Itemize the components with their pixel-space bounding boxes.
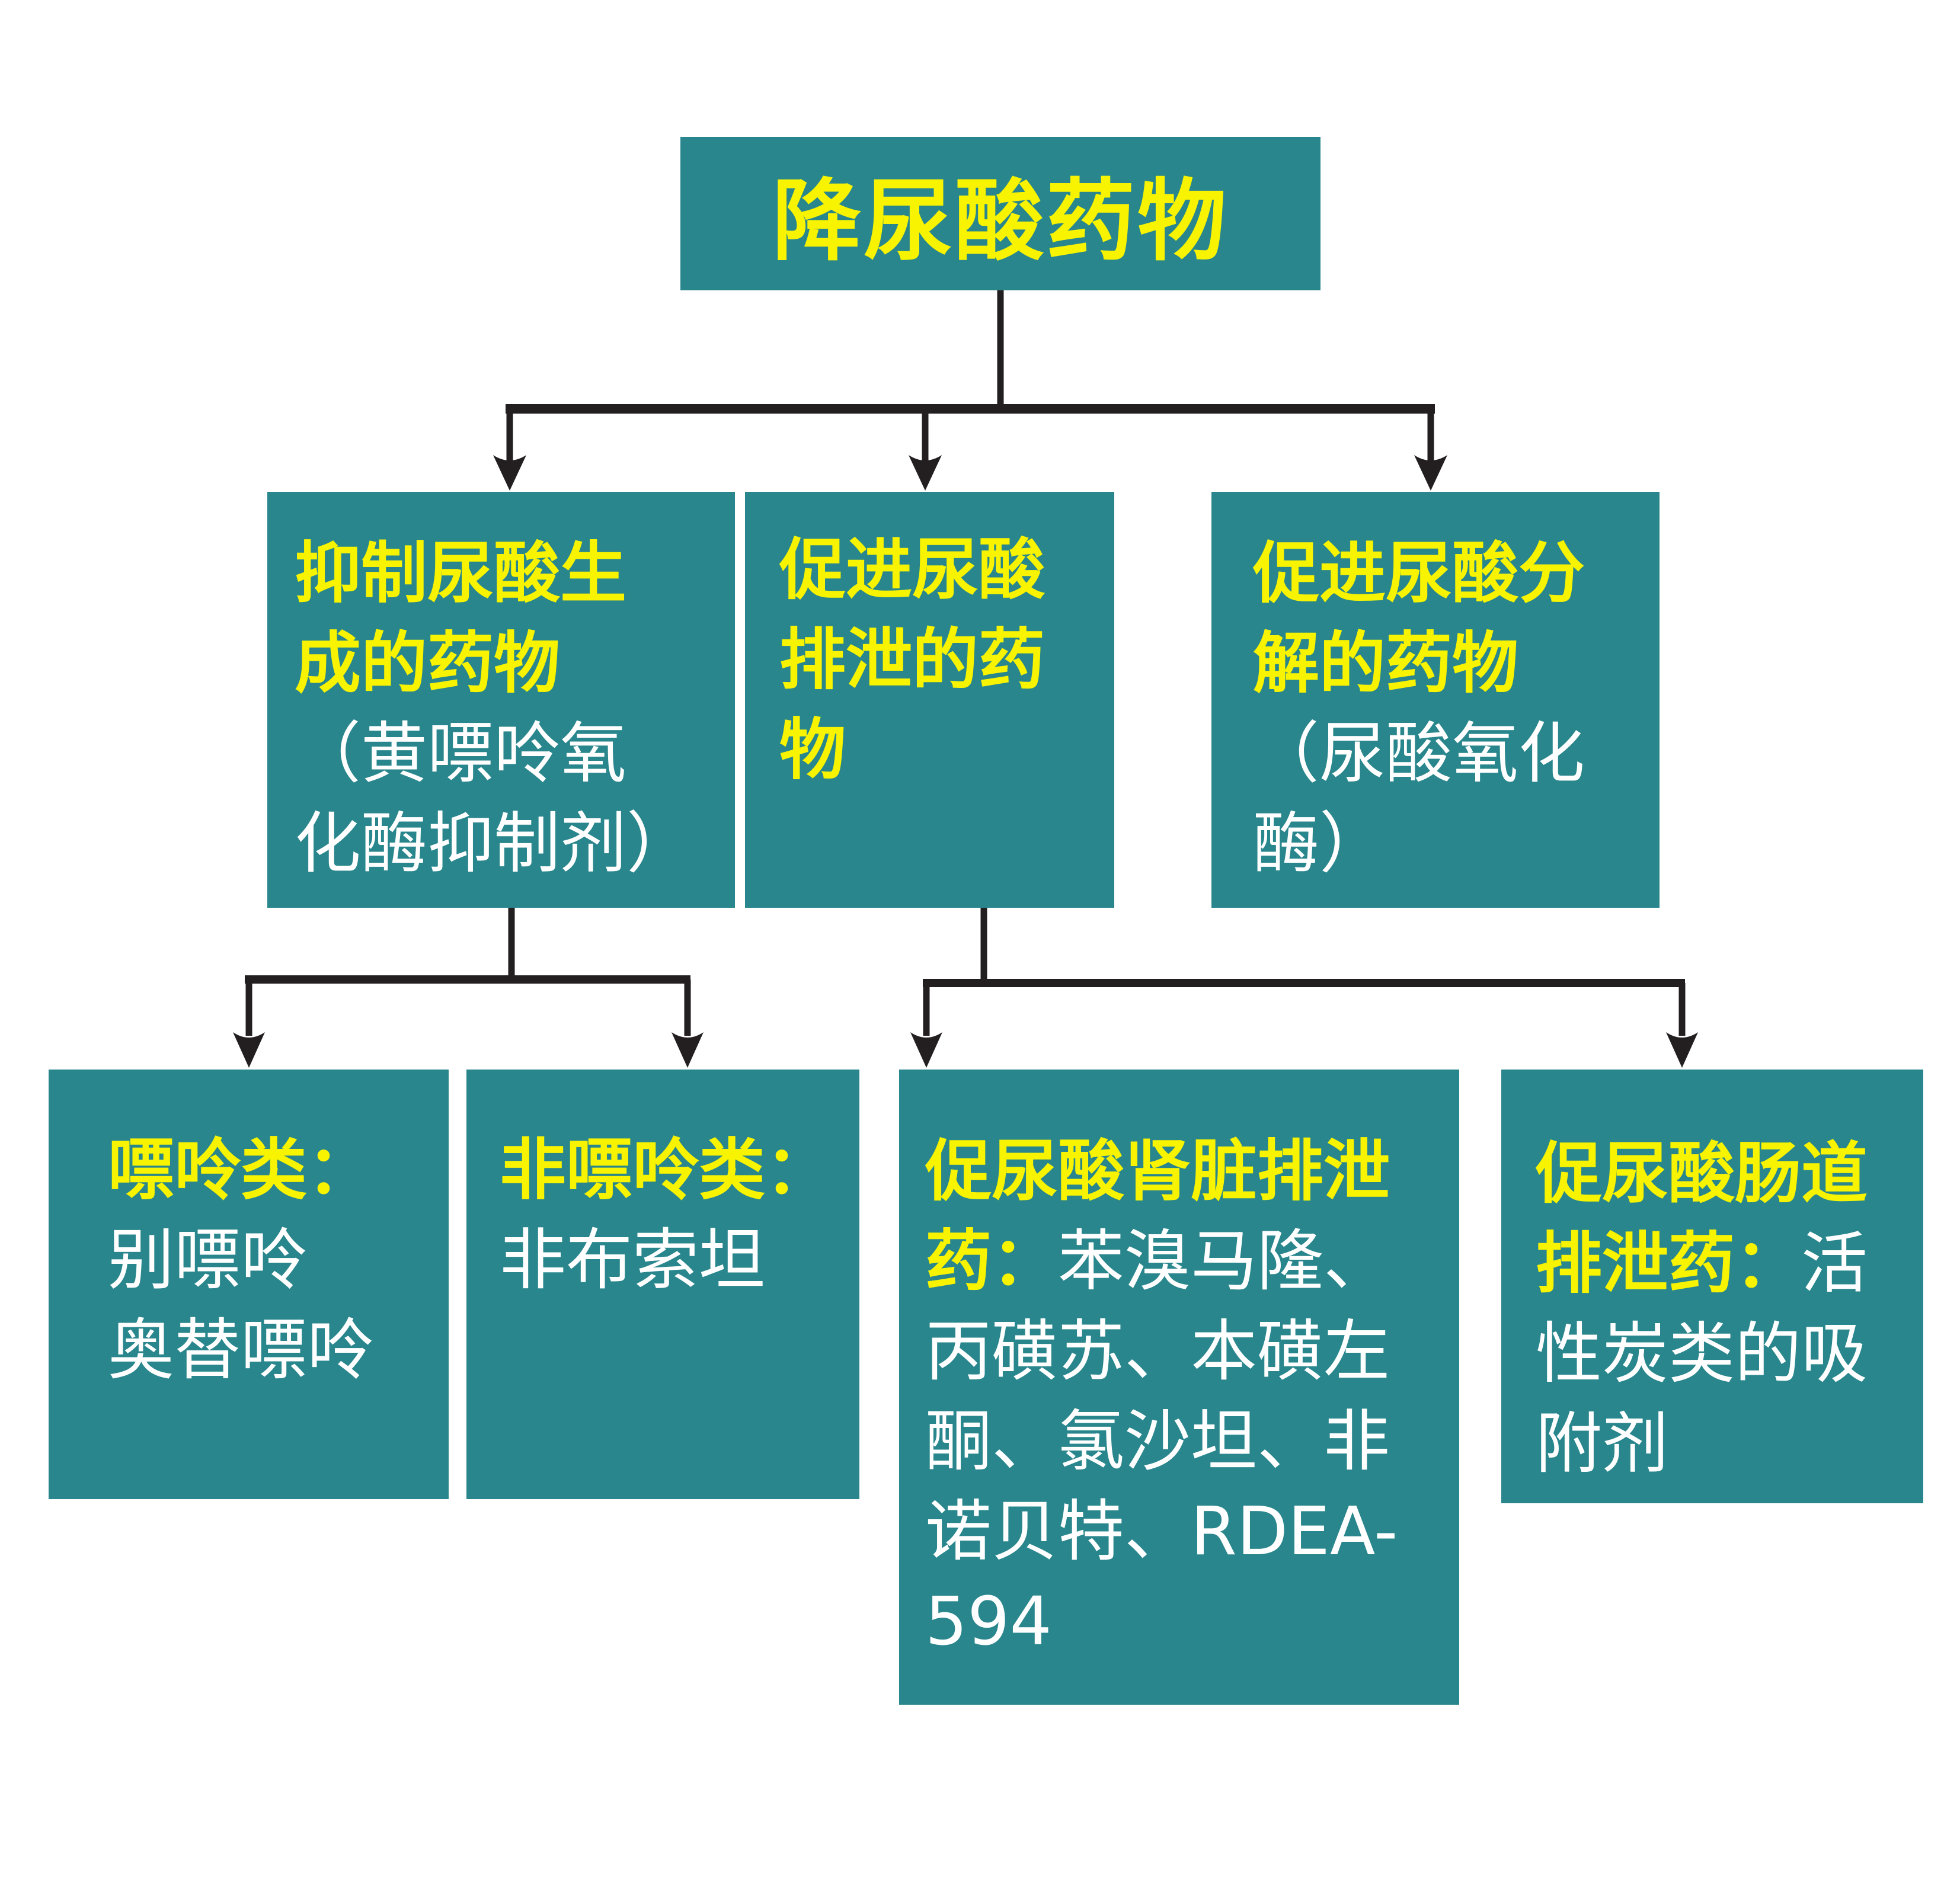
box-renal-excretion-drugs: 促尿酸肾脏排泄 药：苯溴马隆、 丙磺苏、本磺左 酮、氯沙坦、非 诺贝特、RDEA… [899, 1070, 1459, 1705]
box-promote-uric-acid-decomposition: 促进尿酸分 解的药物 （尿酸氧化 酶） [1211, 492, 1660, 908]
box-non-purine-class: 非嘌呤类： 非布索坦 [466, 1070, 859, 1499]
root-box-label: 降尿酸药物 [772, 170, 1229, 273]
box-renal-title: 促尿酸肾脏排泄 药： [925, 1133, 1390, 1300]
box-decomposition-subtitle: （尿酸氧化 酶） [1253, 715, 1585, 882]
box-intestinal-excretion-drugs: 促尿酸肠道 排泄药：活 性炭类的吸 附剂 [1501, 1070, 1923, 1503]
box-promote-excretion-title: 促进尿酸 排泄的药 物 [779, 532, 1045, 789]
box-intestinal-title: 促尿酸肠道 排泄药： [1536, 1135, 1868, 1302]
box-inhibit-uric-acid-production: 抑制尿酸生 成的药物 （黄嘌呤氧 化酶抑制剂） [267, 492, 735, 908]
box-inhibit-subtitle: （黄嘌呤氧 化酶抑制剂） [295, 715, 693, 882]
box-non-purine-title: 非嘌呤类： [500, 1132, 832, 1209]
box-non-purine-drugs: 非布索坦 [500, 1222, 765, 1299]
box-renal-drugs: 苯溴马隆、 丙磺苏、本磺左 酮、氯沙坦、非 诺贝特、RDEA- 594 [925, 1223, 1398, 1660]
root-box-uric-acid-lowering-drugs: 降尿酸药物 [680, 137, 1320, 290]
box-decomposition-title: 促进尿酸分 解的药物 [1253, 535, 1585, 702]
box-intestinal-drugs: 活 性炭类的吸 附剂 [1536, 1225, 1868, 1483]
box-inhibit-title: 抑制尿酸生 成的药物 [295, 535, 626, 702]
box-purine-drugs: 别嘌呤 奥替嘌呤 [108, 1222, 373, 1389]
box-purine-title: 嘌呤类： [108, 1132, 373, 1209]
box-promote-uric-acid-excretion: 促进尿酸 排泄的药 物 [745, 492, 1114, 908]
box-purine-class: 嘌呤类： 别嘌呤 奥替嘌呤 [49, 1070, 449, 1499]
